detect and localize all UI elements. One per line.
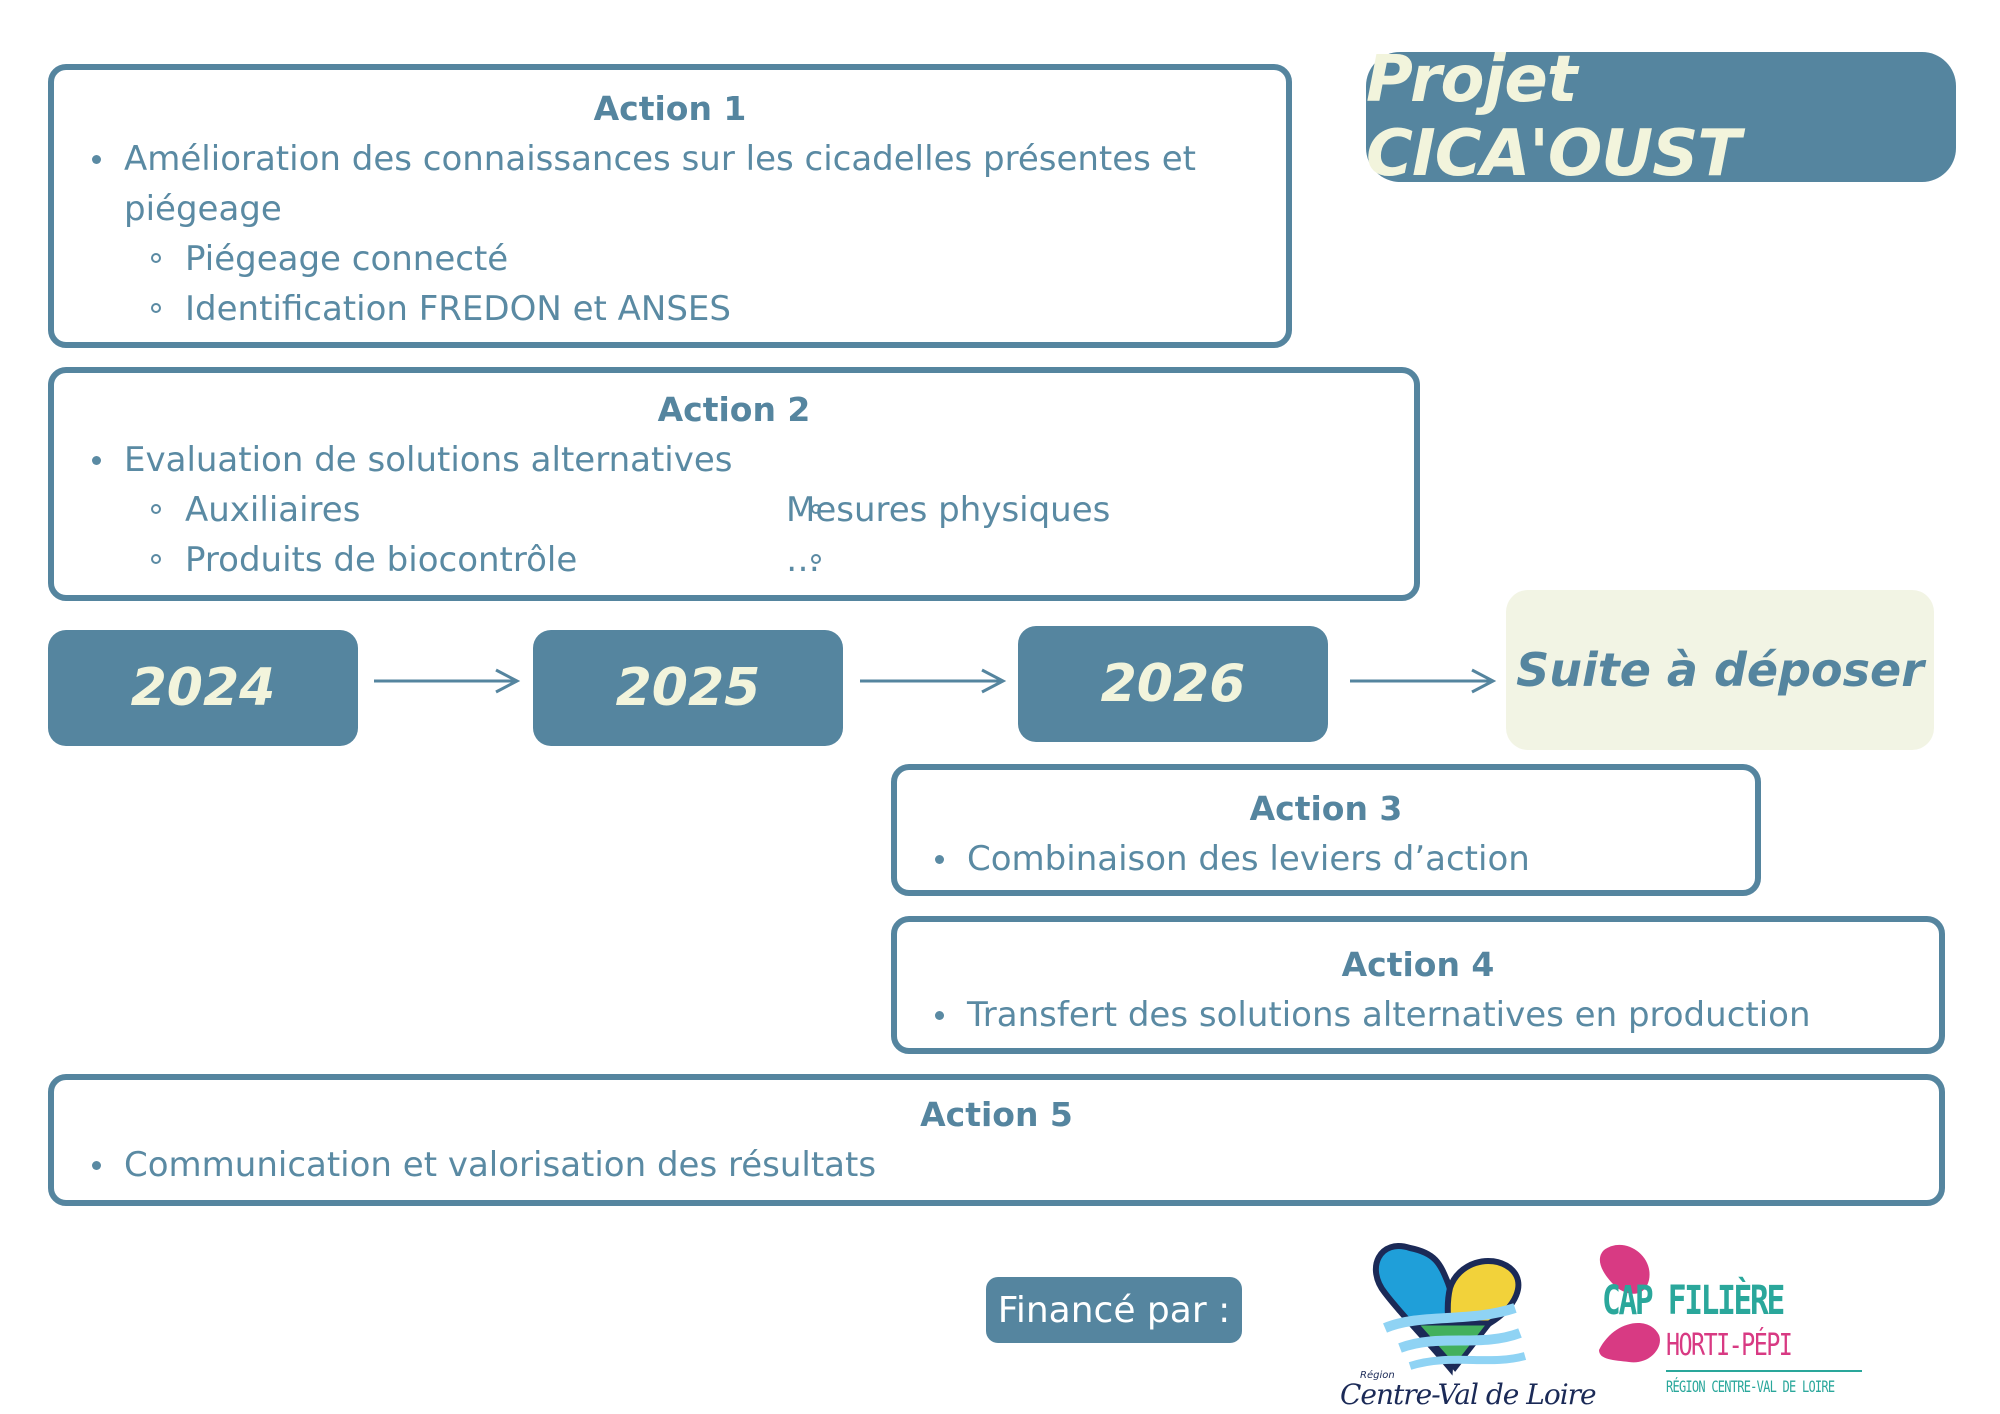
region-centre-val-de-loire-logo: Région Centre-Val de Loire bbox=[1340, 1228, 1597, 1414]
arrow-icon bbox=[1350, 668, 1497, 694]
action-2-title: Action 2 bbox=[657, 390, 811, 429]
action-1-sub-item: Piégeage connecté bbox=[54, 234, 1286, 284]
action-1-sub-item: Identification FREDON et ANSES bbox=[54, 284, 1286, 334]
arrow-icon bbox=[860, 668, 1007, 694]
action-2-bullet: Evaluation de solutions alternatives bbox=[54, 435, 1414, 485]
cap-filiere-subtitle: HORTI-PÉPI bbox=[1666, 1328, 1793, 1363]
action-2-sub-item: Produits de biocontrôle bbox=[54, 535, 714, 585]
action-3-title: Action 3 bbox=[1249, 789, 1403, 828]
cap-filiere-divider bbox=[1666, 1370, 1862, 1372]
project-title: Projet CICA'OUST bbox=[1366, 43, 1956, 191]
next-phase-box: Suite à déposer bbox=[1506, 590, 1934, 750]
year-2026: 2026 bbox=[1018, 626, 1328, 742]
action-1-box: Action 1 Amélioration des connaissances … bbox=[48, 64, 1292, 348]
region-logo-text: Centre-Val de Loire bbox=[1340, 1378, 1597, 1411]
cap-filiere-region: RÉGION CENTRE-VAL DE LOIRE bbox=[1666, 1377, 1835, 1396]
year-2025: 2025 bbox=[533, 630, 843, 746]
heart-logo-icon bbox=[1372, 1243, 1527, 1376]
cap-filiere-title: CAP FILIÈRE bbox=[1602, 1278, 1785, 1324]
action-5-bullet: Communication et valorisation des résult… bbox=[54, 1140, 1939, 1190]
cap-filiere-logo: CAP FILIÈRE HORTI-PÉPI RÉGION CENTRE-VAL… bbox=[1594, 1240, 1874, 1400]
action-3-box: Action 3 Combinaison des leviers d’actio… bbox=[891, 764, 1761, 896]
action-4-bullet: Transfert des solutions alternatives en … bbox=[897, 990, 1939, 1040]
action-4-box: Action 4 Transfert des solutions alterna… bbox=[891, 916, 1945, 1054]
cap-filiere-shape-icon bbox=[1599, 1244, 1660, 1363]
action-2-sub-item: Auxiliaires bbox=[54, 485, 714, 535]
year-2024: 2024 bbox=[48, 630, 358, 746]
action-1-bullet: Amélioration des connaissances sur les c… bbox=[54, 134, 1286, 234]
action-2-sub-item: Mesures physiques bbox=[714, 485, 1110, 535]
action-3-bullet: Combinaison des leviers d’action bbox=[897, 834, 1755, 884]
action-2-box: Action 2 Evaluation de solutions alterna… bbox=[48, 367, 1420, 601]
arrow-icon bbox=[374, 668, 521, 694]
action-2-sub-item: … bbox=[714, 535, 1110, 585]
funded-by-label: Financé par : bbox=[986, 1277, 1242, 1343]
action-4-title: Action 4 bbox=[1341, 945, 1495, 984]
action-5-title: Action 5 bbox=[920, 1095, 1073, 1134]
action-1-title: Action 1 bbox=[593, 89, 747, 128]
action-5-box: Action 5 Communication et valorisation d… bbox=[48, 1074, 1945, 1206]
region-logo-small-text: Région bbox=[1360, 1370, 1395, 1381]
